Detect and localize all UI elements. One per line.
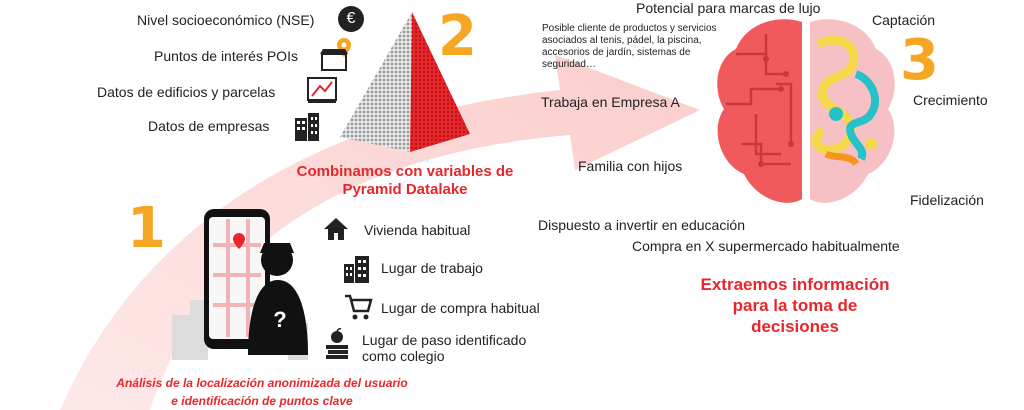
compra-supermercado-label: Compra en X supermercado habitualmente xyxy=(632,238,900,254)
school-books-icon xyxy=(326,328,348,359)
blueprint-icon xyxy=(307,77,337,103)
step-2-caption: Combinamos con variables de Pyramid Data… xyxy=(265,163,545,199)
step-3-caption-line2: para la toma de xyxy=(732,296,858,315)
step-1-caption: Análisis de la localización anonimizada … xyxy=(72,374,452,410)
crecimiento-label: Crecimiento xyxy=(913,92,988,108)
edificios-label: Datos de edificios y parcelas xyxy=(97,84,276,100)
familia-label: Familia con hijos xyxy=(578,158,683,174)
money-icon: € xyxy=(338,6,364,32)
paso-label-line1: Lugar de paso identificado xyxy=(362,332,527,348)
step-3-caption-line3: decisiones xyxy=(751,317,839,336)
vivienda-label: Vivienda habitual xyxy=(364,222,471,238)
step-3-number: 3 xyxy=(900,28,939,93)
trabajo-label: Lugar de trabajo xyxy=(381,260,483,276)
step-2-caption-line2: Pyramid Datalake xyxy=(342,181,468,198)
nse-label: Nivel socioeconómico (NSE) xyxy=(137,12,315,28)
posible-cliente-label: Posible cliente de productos y servicios… xyxy=(542,23,717,71)
dispuesto-label: Dispuesto a invertir en educación xyxy=(538,217,746,233)
captacion-label: Captación xyxy=(872,12,936,28)
paso-label-line2: como colegio xyxy=(362,348,445,364)
shopping-cart-icon xyxy=(345,294,373,320)
phone-user-illustration: ? xyxy=(172,209,308,360)
office-buildings-icon xyxy=(295,113,319,141)
posible-line2: asociados al tenis, pádel, la piscina, xyxy=(542,35,702,46)
svg-text:?: ? xyxy=(273,307,286,332)
step-3-caption: Extraemos información para la toma de de… xyxy=(660,274,930,337)
step-3-caption-line1: Extraemos información xyxy=(700,275,890,294)
step-2-number: 2 xyxy=(438,4,477,69)
posible-line4: seguridad… xyxy=(542,59,596,70)
step-2-caption-line1: Combinamos con variables de xyxy=(296,163,514,180)
house-icon xyxy=(324,218,348,240)
step-1-caption-line2: e identificación de puntos clave xyxy=(171,394,353,408)
posible-line1: Posible cliente de productos y servicios xyxy=(542,23,717,34)
brain-illustration xyxy=(717,19,895,203)
pois-label: Puntos de interés POIs xyxy=(154,48,298,64)
paso-label: Lugar de paso identificado como colegio xyxy=(362,332,526,364)
step-1-number: 1 xyxy=(127,196,166,261)
buildings-icon xyxy=(344,256,369,283)
store-pin-icon xyxy=(320,38,351,71)
step-1-caption-line1: Análisis de la localización anonimizada … xyxy=(116,376,408,390)
fidelizacion-label: Fidelización xyxy=(910,192,984,208)
posible-line3: accesorios de jardín, sistemas de xyxy=(542,47,691,58)
compra-label: Lugar de compra habitual xyxy=(381,300,540,316)
pyramid-datalake-graphic xyxy=(340,12,470,152)
potencial-label: Potencial para marcas de lujo xyxy=(636,0,821,16)
trabaja-label: Trabaja en Empresa A xyxy=(541,94,680,110)
empresas-label: Datos de empresas xyxy=(148,118,270,134)
